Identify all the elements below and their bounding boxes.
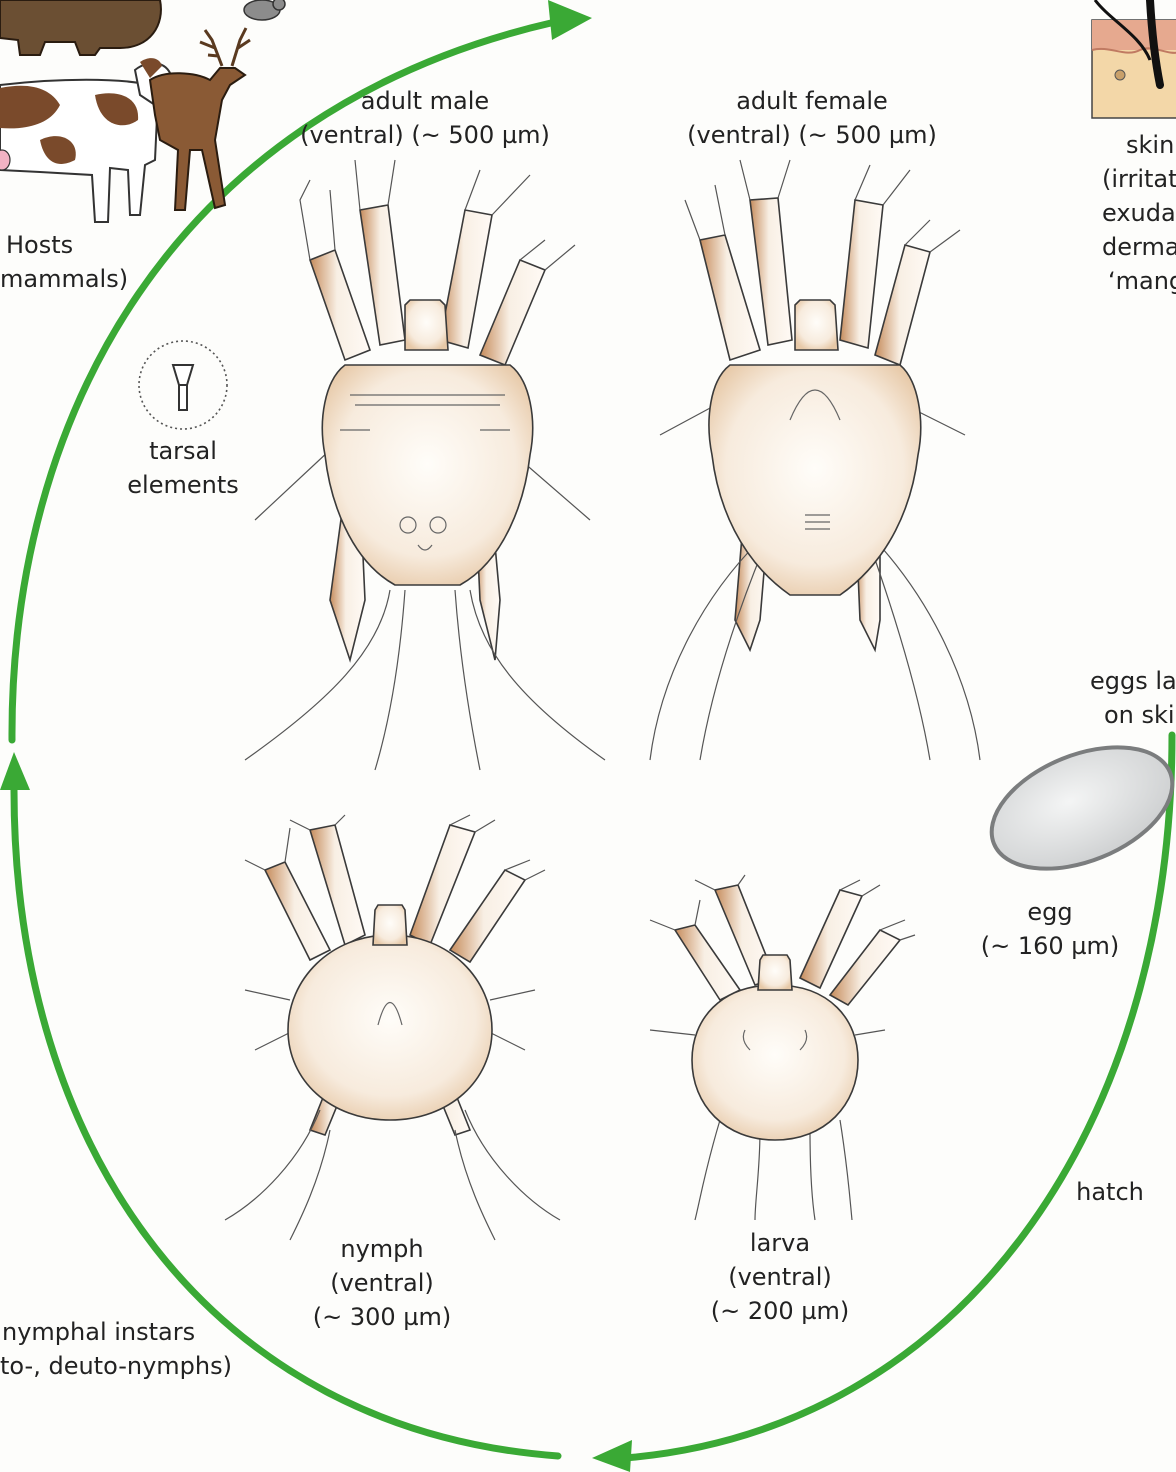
label-nymph-line3: (~ 300 µm): [312, 1300, 452, 1334]
label-hosts-line1: Hosts: [0, 228, 104, 262]
mite-gnathosoma: [373, 905, 407, 945]
label-tarsal-line1: tarsal: [118, 434, 248, 468]
label-hosts: Hosts mammals): [0, 228, 104, 296]
mite-gnathosoma: [795, 300, 838, 350]
label-adult-female-line1: adult female: [682, 84, 942, 118]
tarsal-element-icon: [139, 341, 227, 429]
label-tarsal-line2: elements: [118, 468, 248, 502]
label-skin-line4: derma: [1098, 230, 1176, 264]
host-animals-illustration: [0, 0, 285, 222]
label-adult-female: adult female (ventral) (~ 500 µm): [682, 84, 942, 152]
cycle-arrows: [12, 22, 1172, 1458]
arrowhead-left-icon: [0, 752, 30, 790]
egg-illustration: [974, 723, 1176, 892]
mite-body: [288, 935, 492, 1120]
label-nymph-line2: (ventral): [312, 1266, 452, 1300]
label-larva-line2: (ventral): [705, 1260, 855, 1294]
label-egg: egg (~ 160 µm): [975, 895, 1125, 963]
label-skin-line2: (irritati: [1098, 162, 1176, 196]
label-egg-line2: (~ 160 µm): [975, 929, 1125, 963]
arrowhead-bottom-icon: [592, 1440, 632, 1472]
label-eggs-laid: eggs la on ski: [1090, 664, 1176, 732]
label-larva-line3: (~ 200 µm): [705, 1294, 855, 1328]
arrowhead-top-icon: [548, 0, 592, 40]
label-larva: larva (ventral) (~ 200 µm): [705, 1226, 855, 1328]
label-eggs-laid-line1: eggs la: [1090, 664, 1176, 698]
label-skin-line5: ‘mang: [1098, 264, 1176, 298]
label-adult-female-line2: (ventral) (~ 500 µm): [682, 118, 942, 152]
label-tarsal-elements: tarsal elements: [118, 434, 248, 502]
label-adult-male-line2: (ventral) (~ 500 µm): [295, 118, 555, 152]
mite-body: [692, 985, 858, 1140]
label-hatch-line1: hatch: [1065, 1175, 1155, 1209]
label-nymphal-instars: nymphal instars to-, deuto-nymphs): [0, 1315, 240, 1383]
label-nymphal-instars-line2: to-, deuto-nymphs): [0, 1349, 240, 1383]
label-adult-male-line1: adult male: [295, 84, 555, 118]
label-skin-line3: exudat: [1098, 196, 1176, 230]
label-larva-line1: larva: [705, 1226, 855, 1260]
mite-adult-male: [245, 160, 605, 770]
mite-larva: [650, 875, 915, 1220]
mite-gnathosoma: [758, 955, 792, 990]
label-nymph: nymph (ventral) (~ 300 µm): [312, 1232, 452, 1334]
label-eggs-laid-line2: on ski: [1090, 698, 1176, 732]
mite-adult-female: [650, 160, 980, 760]
label-nymph-line1: nymph: [312, 1232, 452, 1266]
label-skin: skin (irritati exudat derma ‘mang: [1098, 128, 1176, 298]
mite-nymph: [225, 815, 560, 1240]
mite-gnathosoma: [405, 300, 448, 350]
label-adult-male: adult male (ventral) (~ 500 µm): [295, 84, 555, 152]
label-hosts-line2: mammals): [0, 262, 104, 296]
label-nymphal-instars-line1: nymphal instars: [0, 1315, 240, 1349]
label-skin-line1: skin: [1098, 128, 1176, 162]
label-egg-line1: egg: [975, 895, 1125, 929]
skin-section-illustration: [1092, 0, 1176, 118]
label-hatch: hatch: [1065, 1175, 1155, 1209]
